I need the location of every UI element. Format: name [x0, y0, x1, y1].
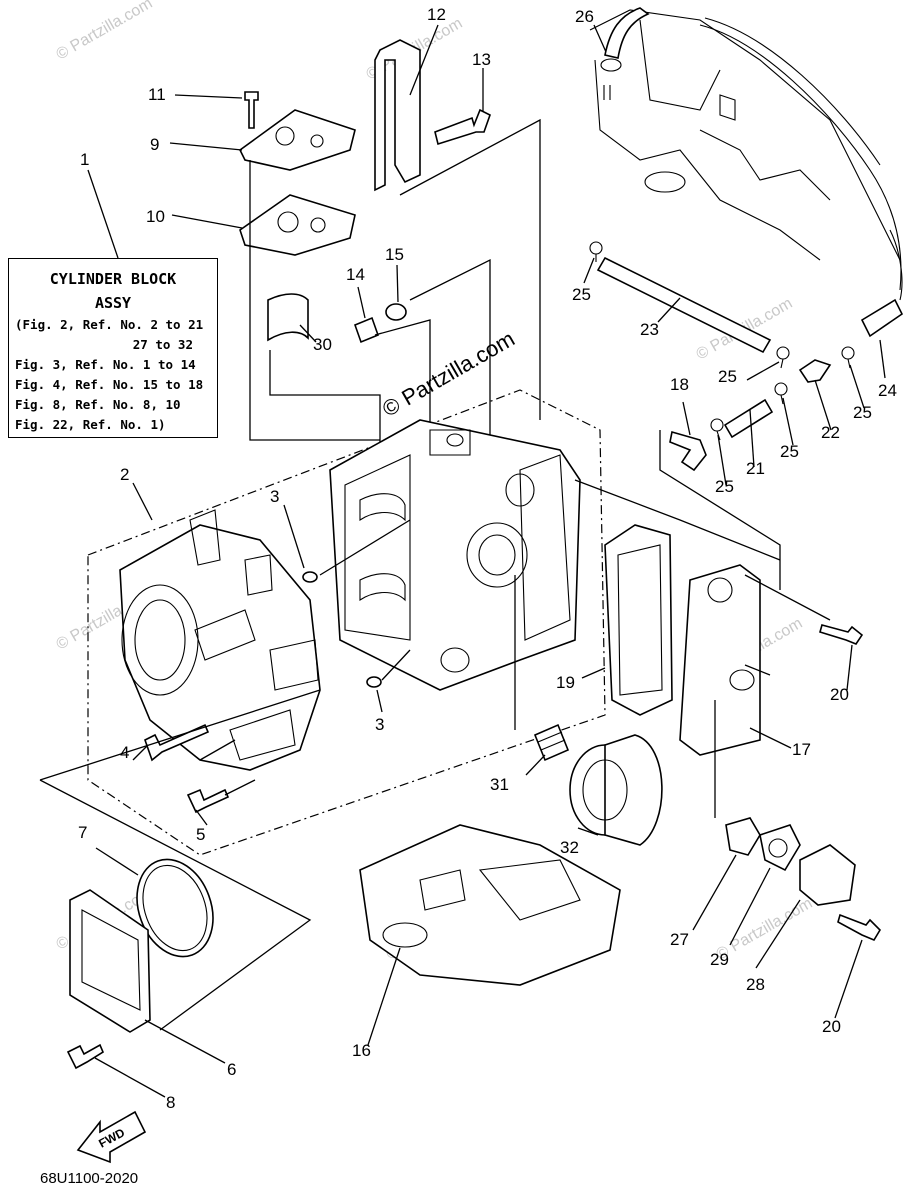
oil-filter-32 — [569, 734, 663, 846]
engine-housing-outline — [589, 9, 902, 291]
callout-4: 4 — [120, 743, 129, 762]
fwd-arrow-icon — [76, 1110, 147, 1164]
bolt-20 — [819, 624, 864, 645]
callout-25d: 25 — [780, 442, 799, 461]
thermostat-27 — [725, 817, 761, 856]
gasket-29 — [759, 824, 801, 872]
callout-25b: 25 — [718, 367, 737, 386]
callout-20a: 20 — [830, 685, 849, 704]
callout-30: 30 — [313, 335, 332, 354]
callout-32: 32 — [560, 838, 579, 857]
bolt-11 — [244, 91, 259, 129]
box-line: 27 to 32 — [132, 337, 193, 352]
gasket-16 — [359, 824, 621, 986]
bolt-8 — [66, 1043, 105, 1070]
hose-23 — [596, 256, 772, 354]
callout-9: 9 — [150, 135, 159, 154]
callout-28: 28 — [746, 975, 765, 994]
bolt-13 — [434, 108, 491, 146]
cylinder-block — [329, 419, 581, 691]
callout-24: 24 — [878, 381, 897, 400]
plug-14 — [353, 316, 380, 344]
dowel-3 — [366, 676, 382, 688]
union-31 — [533, 723, 570, 762]
callout-14: 14 — [346, 265, 365, 284]
callout-25a: 25 — [572, 285, 591, 304]
cap-30 — [267, 293, 309, 342]
hose-26 — [604, 7, 650, 59]
exhaust-cover-17 — [679, 564, 761, 756]
cover-6 — [69, 889, 151, 1033]
box-title-line2: ASSY — [94, 294, 132, 312]
box-line: (Fig. 2, Ref. No. 2 to 21 — [15, 317, 204, 332]
callout-2: 2 — [120, 465, 129, 484]
callout-26: 26 — [575, 7, 594, 26]
callout-5: 5 — [196, 825, 205, 844]
gasket-19 — [604, 524, 673, 716]
joint-22 — [798, 359, 832, 383]
dowel-3 — [302, 571, 318, 583]
hose-21 — [723, 398, 774, 439]
box-line: Fig. 22, Ref. No. 1) — [15, 417, 166, 432]
box-title-line1: CYLINDER BLOCK — [49, 270, 177, 288]
cylinder-block-assy-box: CYLINDER BLOCK ASSY (Fig. 2, Ref. No. 2 … — [8, 258, 218, 438]
callout-27: 27 — [670, 930, 689, 949]
callout-11: 11 — [148, 85, 166, 104]
washer-15 — [385, 303, 407, 321]
callout-22: 22 — [821, 423, 840, 442]
callout-21: 21 — [746, 459, 765, 478]
fitting-18 — [669, 430, 707, 472]
callout-25e: 25 — [715, 477, 734, 496]
callout-15: 15 — [385, 245, 404, 264]
callout-23: 23 — [640, 320, 659, 339]
figure-code: 68U1100-2020 — [40, 1170, 139, 1187]
callout-6: 6 — [227, 1060, 236, 1079]
box-line: Fig. 3, Ref. No. 1 to 14 — [15, 357, 196, 372]
callout-13: 13 — [472, 50, 491, 69]
callout-29: 29 — [710, 950, 729, 969]
callout-3: 3 — [375, 715, 384, 734]
callout-leaders — [87, 24, 886, 1098]
callout-8: 8 — [166, 1093, 175, 1112]
callout-16: 16 — [352, 1041, 371, 1060]
callout-3: 3 — [270, 487, 279, 506]
bolt-5 — [186, 788, 230, 814]
callout-12: 12 — [427, 5, 446, 24]
bracket-12 — [374, 39, 421, 192]
callout-19: 19 — [556, 673, 575, 692]
callout-20b: 20 — [822, 1017, 841, 1036]
bolt-20 — [837, 913, 882, 942]
callout-17: 17 — [792, 740, 811, 759]
bolt-4 — [144, 723, 210, 762]
hose-24 — [860, 298, 904, 338]
callout-7: 7 — [78, 823, 87, 842]
callout-18: 18 — [670, 375, 689, 394]
callout-25c: 25 — [853, 403, 872, 422]
callout-numbers: 1 2 3 3 4 5 6 7 8 9 10 11 12 13 14 15 16… — [78, 5, 897, 1112]
box-line: Fig. 8, Ref. No. 8, 10 — [15, 397, 181, 412]
callout-1: 1 — [80, 150, 89, 169]
callout-10: 10 — [146, 207, 165, 226]
crankcase-2 — [119, 509, 321, 771]
watermark: © Partzilla.com — [54, 0, 156, 63]
callout-31: 31 — [490, 775, 509, 794]
o-ring-7 — [136, 858, 214, 958]
assembly-outline — [87, 389, 606, 856]
plate-9 — [238, 109, 356, 171]
box-line: Fig. 4, Ref. No. 15 to 18 — [15, 377, 204, 392]
cover-28 — [799, 844, 856, 906]
